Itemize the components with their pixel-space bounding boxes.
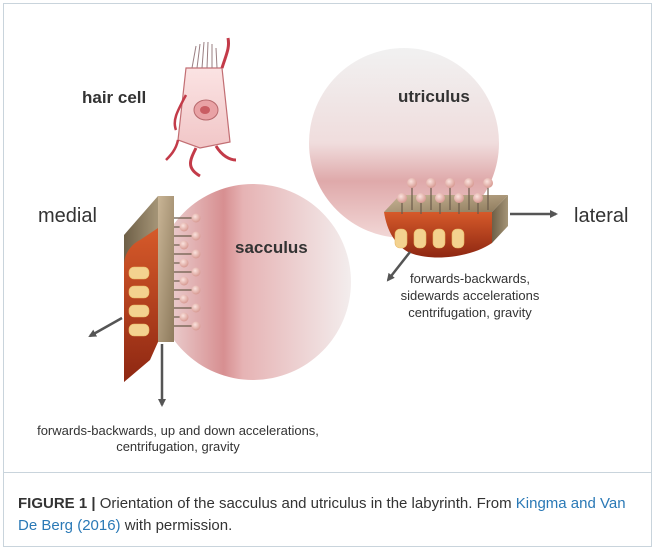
utriculus-note-line: forwards-backwards, bbox=[410, 271, 530, 286]
sacculus-note-line: forwards-backwards, up and down accelera… bbox=[37, 423, 319, 438]
labyrinth-diagram: hair cell utriculus sacculus medial late… bbox=[0, 0, 657, 470]
label-medial: medial bbox=[38, 205, 97, 227]
caption-suffix: with permission. bbox=[121, 517, 233, 534]
sacculus-medial-arrow bbox=[90, 318, 122, 336]
caption-divider bbox=[3, 472, 652, 473]
hair-cell-illustration bbox=[166, 38, 236, 176]
label-hair-cell: hair cell bbox=[82, 88, 146, 107]
utriculus-note-line: sidewards accelerations bbox=[401, 288, 540, 303]
label-sacculus: sacculus bbox=[235, 238, 308, 257]
figure-caption: FIGURE 1 | Orientation of the sacculus a… bbox=[18, 493, 643, 537]
sacculus-note: forwards-backwards, up and down accelera… bbox=[37, 423, 319, 454]
sacculus-note-line: centrifugation, gravity bbox=[116, 439, 240, 454]
label-utriculus: utriculus bbox=[398, 87, 470, 106]
utriculus-downward-arrow bbox=[388, 252, 410, 280]
caption-text: Orientation of the sacculus and utriculu… bbox=[96, 495, 516, 512]
label-lateral: lateral bbox=[574, 205, 628, 227]
utriculus-note-line: centrifugation, gravity bbox=[408, 305, 532, 320]
figure-label: FIGURE 1 | bbox=[18, 495, 96, 512]
utriculus-note: forwards-backwards, sidewards accelerati… bbox=[401, 271, 540, 320]
